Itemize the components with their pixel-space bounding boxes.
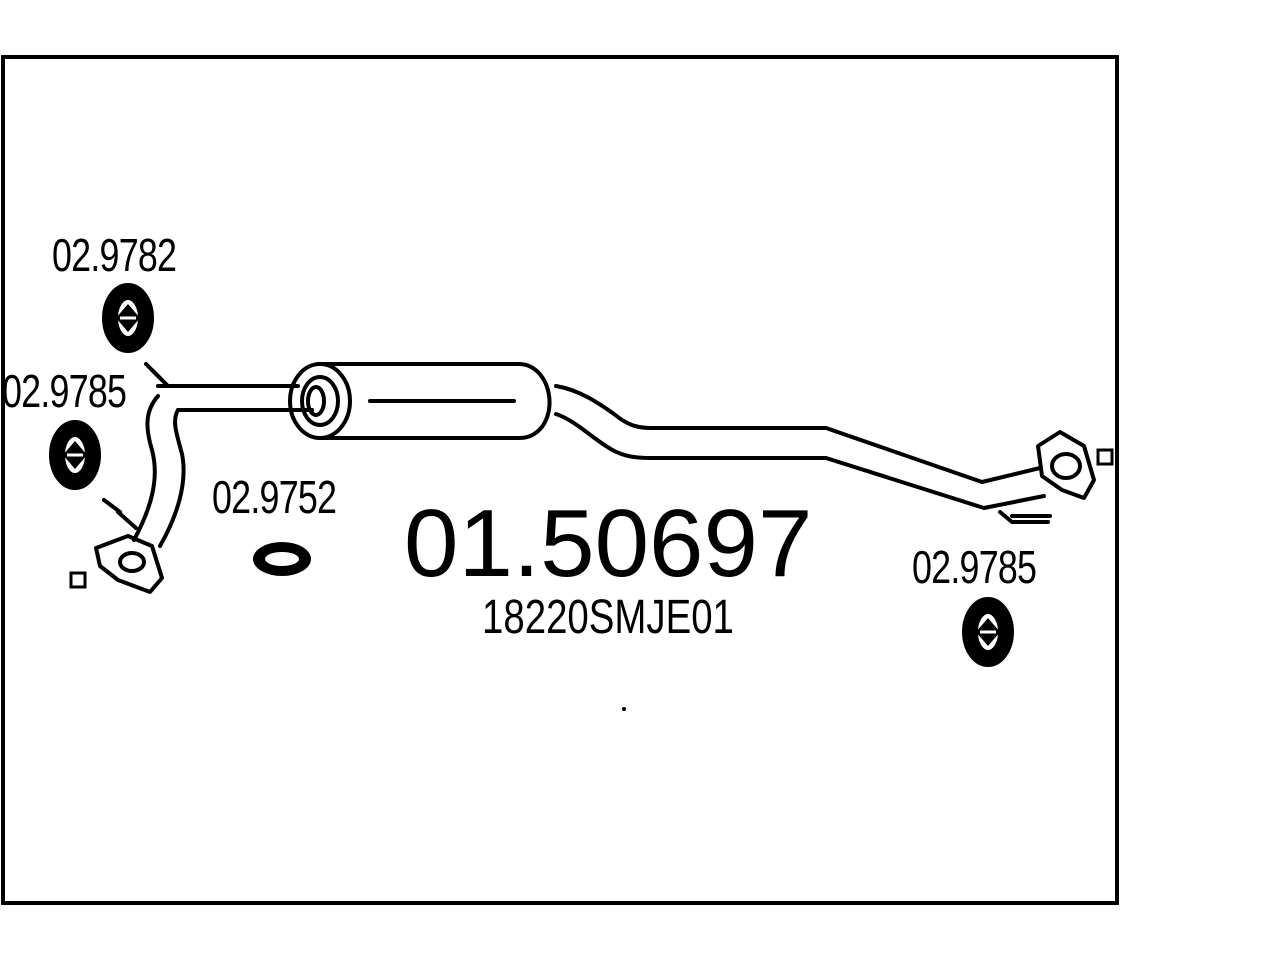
exhaust-pipe [94, 362, 1096, 594]
hanger-icon-02-9785-right [962, 597, 1014, 667]
marker-square-left [69, 571, 87, 589]
front-downpipe-inner [158, 408, 186, 548]
rear-hanger-rod [998, 510, 1050, 524]
front-downpipe-outer [132, 394, 160, 542]
part-label-gasket: 02.9752 [212, 471, 337, 523]
center-muffler [288, 362, 552, 440]
dot-mark [622, 707, 626, 711]
gasket-icon-02-9752 [253, 542, 311, 576]
hanger-icon-02-9785-left [49, 420, 101, 490]
rear-flange [1036, 430, 1096, 500]
diagram-frame [1, 55, 1119, 905]
part-label-hanger-left: 02.9785 [2, 365, 127, 417]
oem-number: 18220SMJE01 [482, 591, 734, 644]
part-label-hanger-right: 02.9785 [912, 541, 1037, 593]
part-label-hanger-top-left: 02.9782 [52, 229, 177, 281]
marker-square-right [1096, 448, 1114, 466]
rear-pipe-top [554, 384, 1042, 484]
front-flange [94, 498, 164, 594]
hanger-icon-02-9782 [102, 283, 154, 353]
rear-pipe-bottom [554, 412, 1046, 510]
main-part-number: 01.50697 [404, 490, 813, 597]
